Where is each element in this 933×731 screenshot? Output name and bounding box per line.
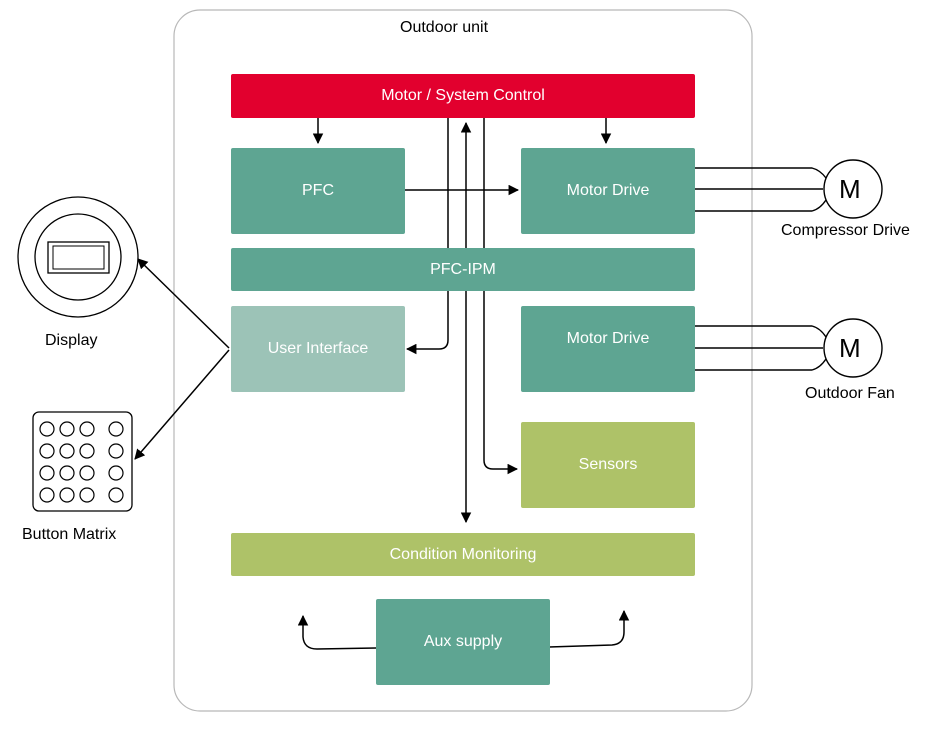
outdoor-unit-title: Outdoor unit — [400, 19, 489, 36]
condition-monitoring-block: Condition Monitoring — [231, 533, 695, 576]
display-icon — [17, 196, 139, 318]
compressor-drive-label: Compressor Drive — [781, 222, 910, 239]
pfc-block: PFC — [231, 148, 405, 234]
wire-compressor-bottom — [694, 199, 827, 212]
arrow-aux-supply-left — [297, 614, 377, 650]
arrow-ui-to-button-matrix — [134, 349, 230, 460]
button-matrix-icon — [32, 411, 133, 512]
arrow-ui-to-display — [137, 258, 230, 349]
sensors-block: Sensors — [521, 422, 695, 508]
motor-drive-fan-block: Motor Drive — [521, 306, 695, 392]
display-label: Display — [45, 332, 98, 349]
motor-drive-compressor-block: Motor Drive — [521, 148, 695, 234]
outdoor-fan-label: Outdoor Fan — [805, 385, 895, 402]
wire-fan-top — [694, 325, 827, 338]
user-interface-block: User Interface — [231, 306, 405, 392]
compressor-motor-symbol: M — [839, 174, 861, 204]
arrow-control-to-sensors — [483, 118, 519, 475]
arrow-aux-supply-right — [548, 609, 630, 648]
wire-fan-bottom — [694, 358, 827, 371]
pfc-ipm-block: PFC-IPM — [231, 248, 695, 291]
arrow-control-to-user-interface — [405, 118, 449, 355]
compressor-motor-circle — [823, 159, 883, 219]
aux-supply-block: Aux supply — [376, 599, 550, 685]
wire-compressor-top — [694, 167, 827, 179]
motor-system-control-block: Motor / System Control — [231, 74, 695, 118]
fan-motor-circle — [823, 318, 883, 378]
fan-motor-symbol: M — [839, 333, 861, 363]
outdoor-unit-frame — [173, 9, 753, 712]
button-matrix-label: Button Matrix — [22, 526, 117, 543]
